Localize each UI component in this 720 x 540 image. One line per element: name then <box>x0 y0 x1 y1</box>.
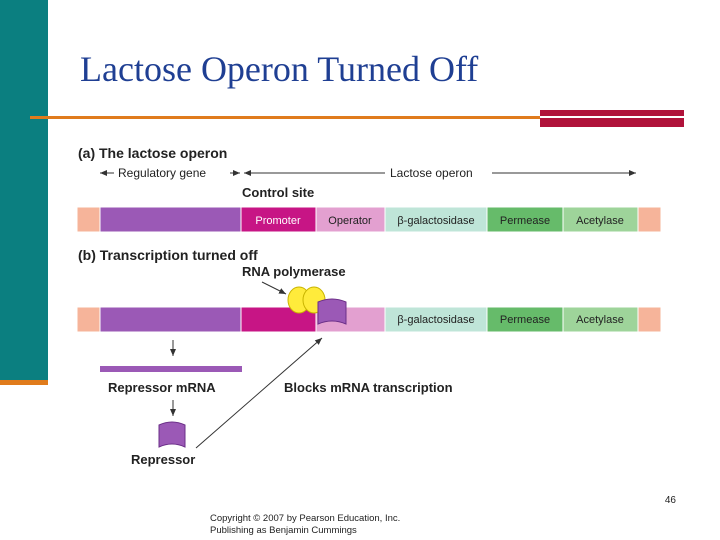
repressor-mrna-bar <box>100 366 242 372</box>
promoter-label: Promoter <box>255 215 301 227</box>
copyright-notice: Copyright © 2007 by Pearson Education, I… <box>210 513 400 537</box>
operon-strip-a: Promoter Operator β-galactosidase Permea… <box>76 206 662 233</box>
slide-number: 46 <box>664 495 676 506</box>
end-cap-left-a <box>76 206 101 233</box>
permease-segment-a <box>486 206 564 233</box>
blocks-transcription-label: Blocks mRNA transcription <box>284 380 453 395</box>
slide-title: Lactose Operon Turned Off <box>80 49 479 89</box>
end-cap-right-a <box>637 206 662 233</box>
repressor-protein-shape <box>158 421 186 448</box>
repressor-binding-arrow <box>195 337 323 449</box>
beta-gal-label-b: β-galactosidase <box>397 314 474 326</box>
promoter-segment <box>240 206 317 233</box>
title-underline <box>30 116 540 119</box>
end-cap-right-b <box>637 306 662 333</box>
regulatory-gene-segment-b <box>99 306 242 333</box>
operator-segment <box>315 206 386 233</box>
repressor-mrna-label: Repressor mRNA <box>108 380 216 395</box>
copyright-line-1: Copyright © 2007 by Pearson Education, I… <box>210 513 401 524</box>
teal-side-bar <box>0 0 48 383</box>
operon-strip-b: β-galactosidase Permease Acetylase <box>76 306 662 333</box>
acetylase-segment-a <box>562 206 639 233</box>
end-cap-left-b <box>76 306 101 333</box>
beta-gal-label-a: β-galactosidase <box>397 215 474 227</box>
beta-gal-segment-a <box>384 206 488 233</box>
rna-polymerase-label: RNA polymerase <box>242 264 346 279</box>
regulatory-gene-segment-a <box>99 206 242 233</box>
orange-side-rule <box>0 380 48 385</box>
regulatory-gene-label: Regulatory gene <box>118 166 206 180</box>
repressor-label: Repressor <box>131 452 195 467</box>
control-site-label: Control site <box>242 185 314 200</box>
panel-a-heading: (a) The lactose operon <box>78 145 227 161</box>
beta-gal-segment-b <box>384 306 488 333</box>
acetylase-label-b: Acetylase <box>576 314 624 326</box>
rna-polymerase-pointer <box>261 281 287 295</box>
lactose-operon-label: Lactose operon <box>390 166 473 180</box>
acetylase-segment-b <box>562 306 639 333</box>
operator-label: Operator <box>328 215 372 227</box>
red-accent-top <box>540 110 684 116</box>
red-accent-block <box>540 110 684 127</box>
acetylase-label-a: Acetylase <box>576 215 624 227</box>
permease-label-a: Permease <box>500 215 550 227</box>
permease-label-b: Permease <box>500 314 550 326</box>
panel-b-heading: (b) Transcription turned off <box>78 247 258 263</box>
bound-repressor-shape <box>317 298 347 325</box>
copyright-line-2: Publishing as Benjamin Cummings <box>210 525 357 536</box>
red-accent-bottom <box>540 118 684 127</box>
